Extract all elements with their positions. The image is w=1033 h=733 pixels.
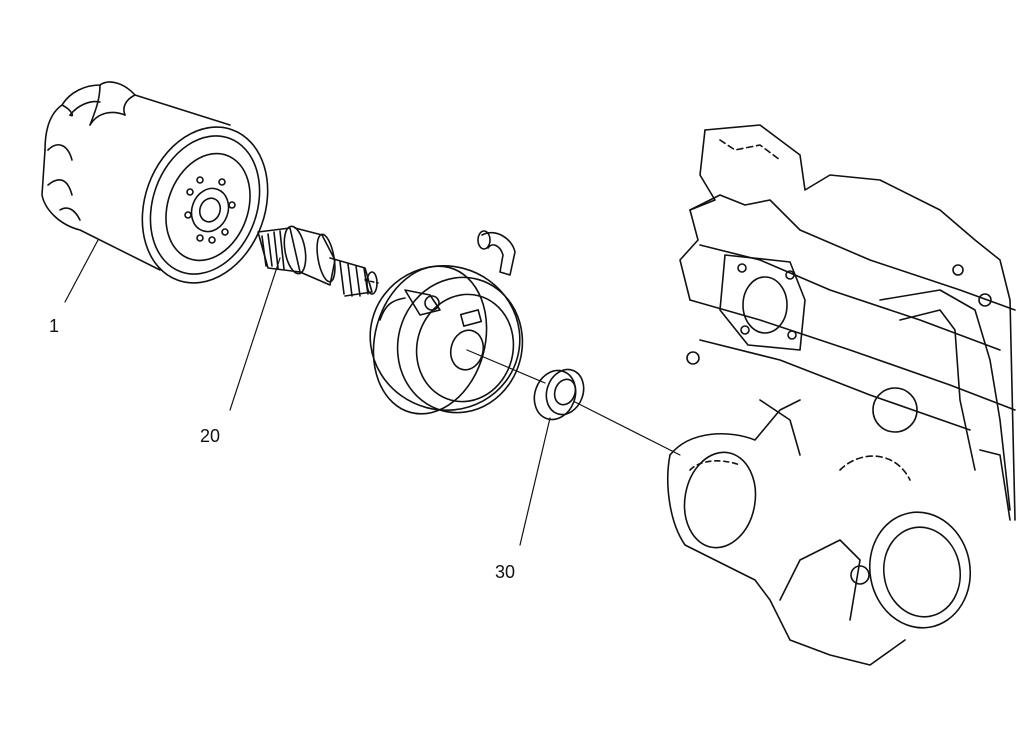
leader-lines: [64, 239, 681, 546]
callout-label-20: 20: [200, 426, 221, 446]
leader-line-1: [64, 239, 99, 303]
center-axis-line-2: [574, 401, 681, 456]
center-axis-line: [466, 349, 546, 384]
oil-cooler: [369, 230, 524, 415]
engine-block: [667, 124, 1016, 666]
threaded-connector: [257, 225, 379, 297]
callout-label-1: 1: [49, 316, 60, 336]
leader-line-20: [229, 257, 281, 411]
callout-label-30: 30: [495, 562, 516, 582]
oil-filter: [41, 81, 269, 284]
seal-ring: [533, 368, 585, 421]
leader-line-30: [519, 417, 551, 546]
